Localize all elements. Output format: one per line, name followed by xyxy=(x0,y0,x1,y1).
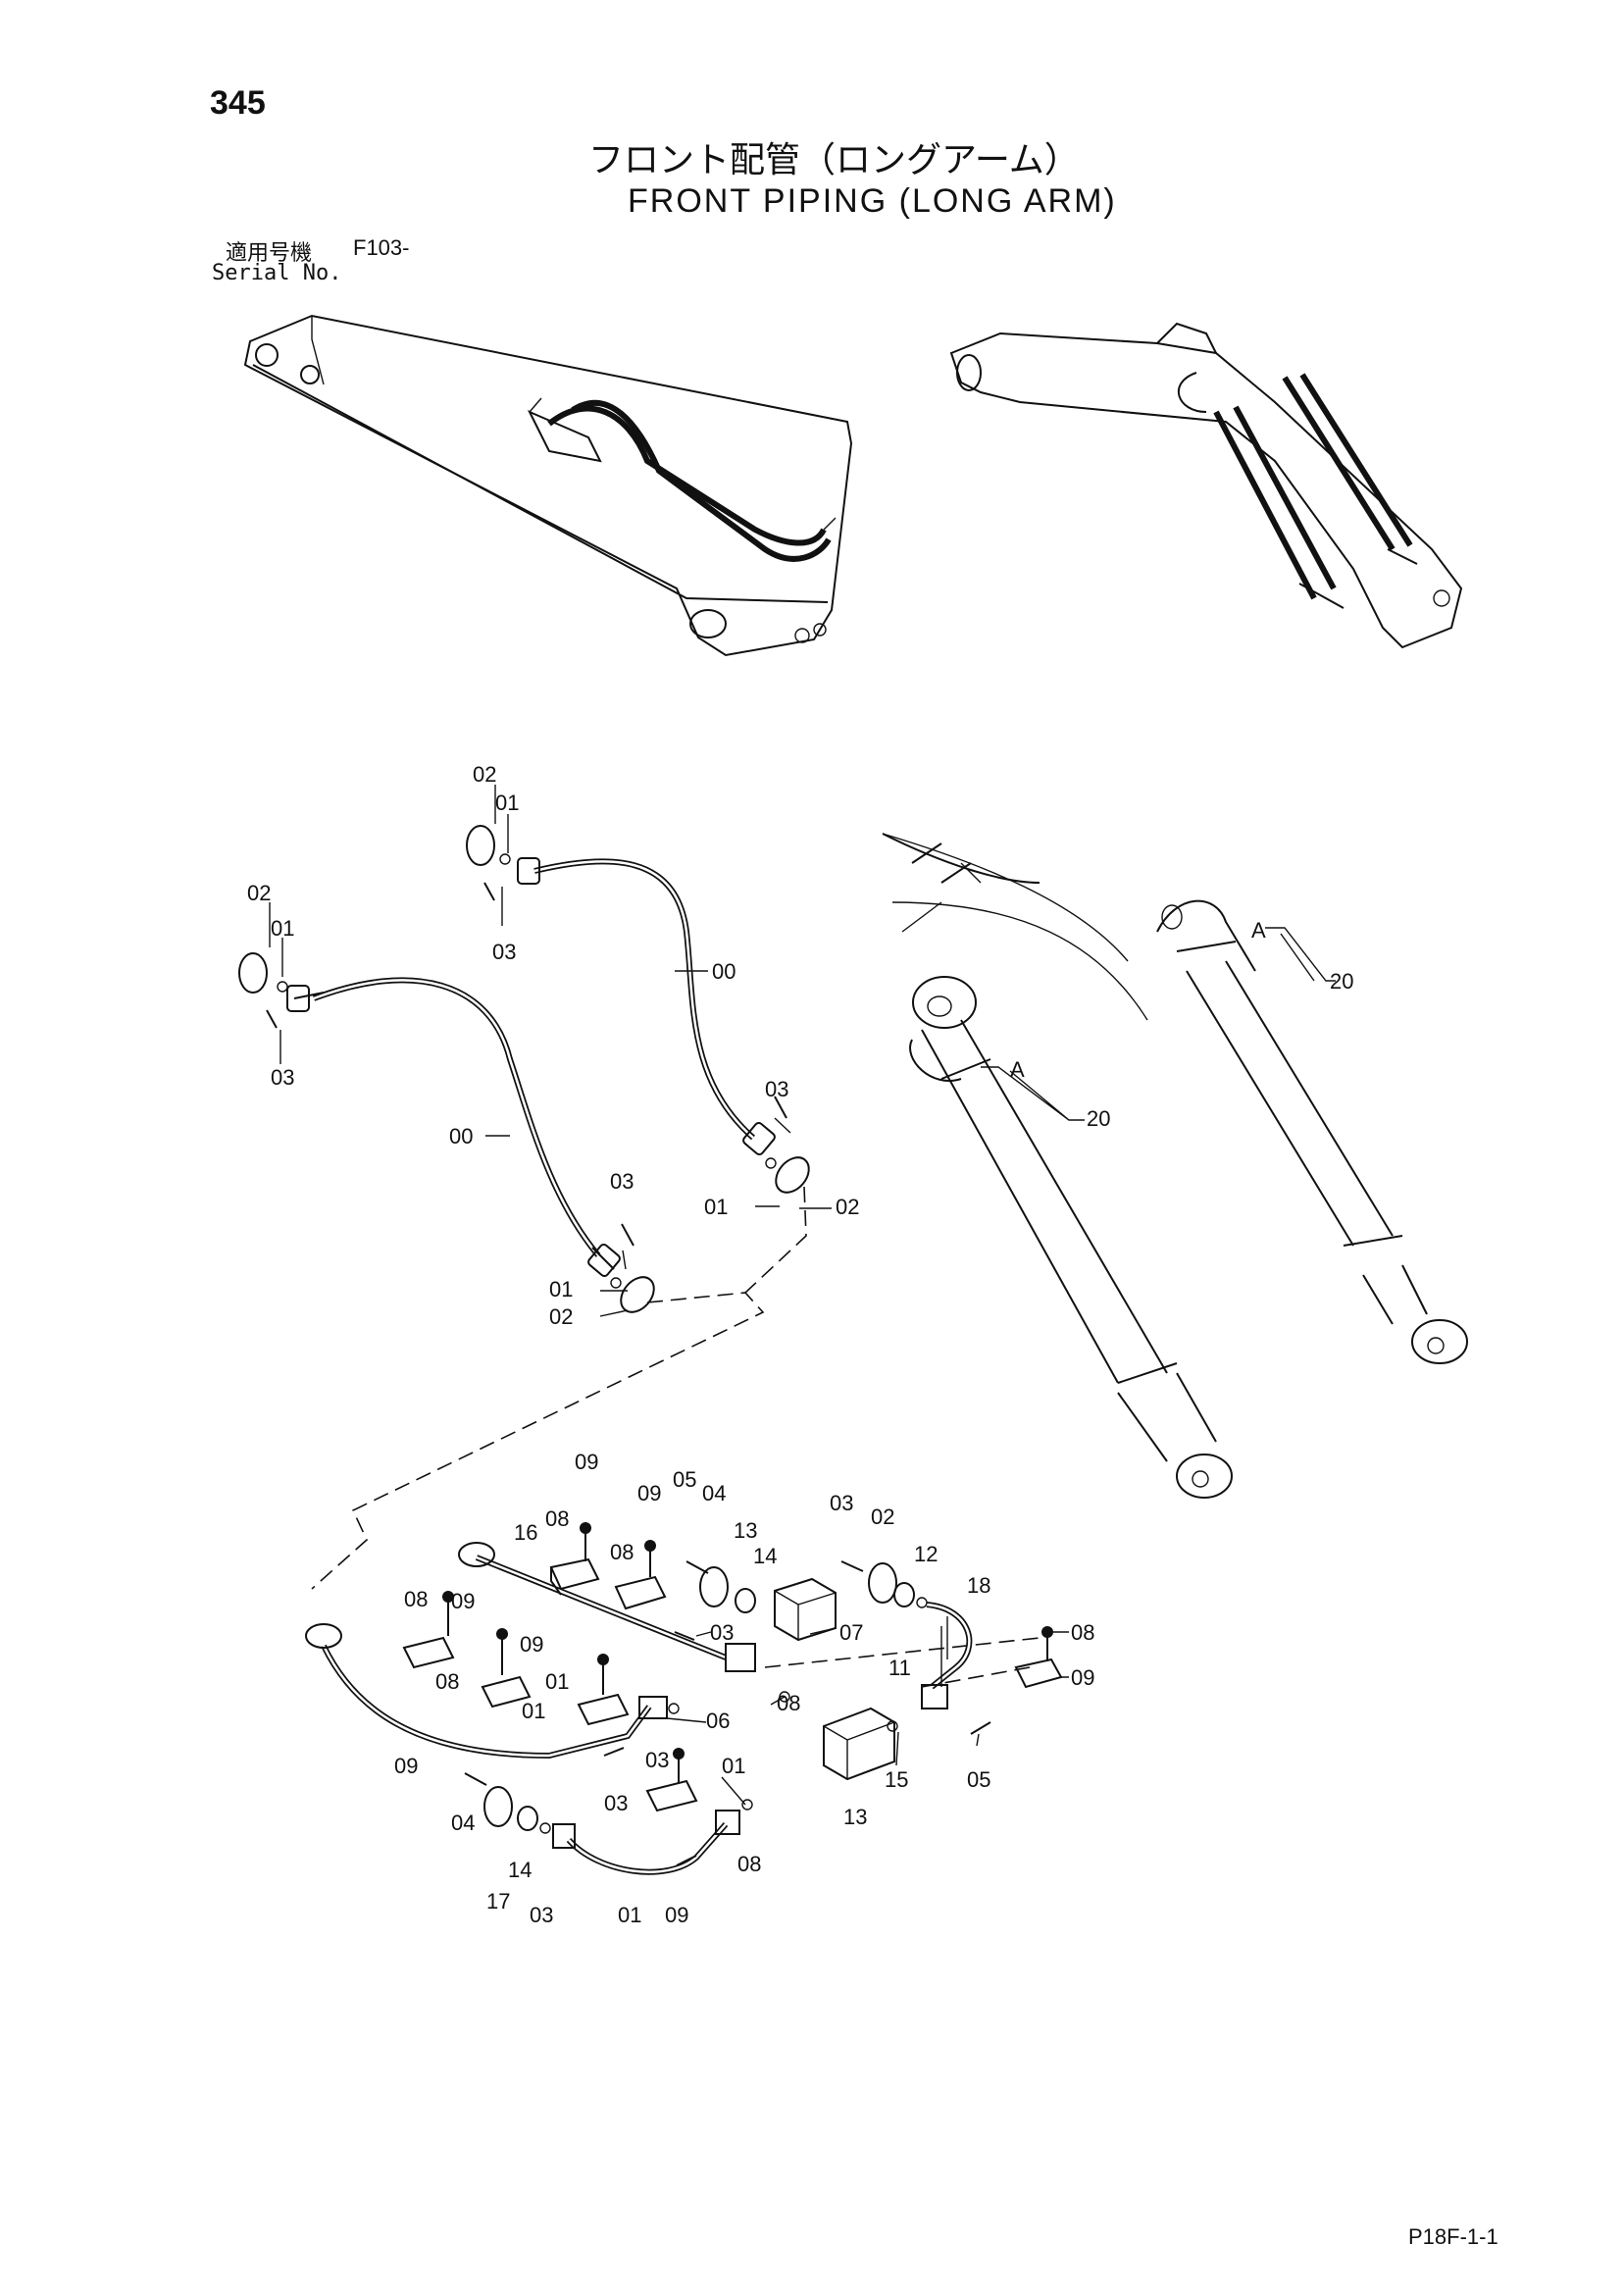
callout-label: 15 xyxy=(885,1767,908,1792)
callout-label: 02 xyxy=(549,1304,573,1329)
callout-label: 03 xyxy=(604,1791,628,1815)
callout-label: 16 xyxy=(514,1520,537,1545)
callout-label: 08 xyxy=(435,1669,459,1694)
callout-label: 03 xyxy=(710,1620,734,1645)
callout-label: 03 xyxy=(271,1065,294,1090)
callout-label: 17 xyxy=(486,1889,510,1913)
callout-label: 01 xyxy=(704,1195,728,1219)
arm-cylinder-right xyxy=(1156,899,1468,1364)
page-title-english: FRONT PIPING (LONG ARM) xyxy=(628,182,1117,220)
callout-label: 08 xyxy=(545,1506,569,1531)
callout-label: 03 xyxy=(610,1169,634,1194)
callout-label: 02 xyxy=(871,1505,894,1529)
hose-assembly-left xyxy=(286,977,621,1278)
callout-label: 03 xyxy=(492,940,516,964)
flange-fittings-upper xyxy=(238,825,810,1313)
callout-label: 08 xyxy=(610,1540,634,1564)
clamps-and-bolts xyxy=(402,1522,1063,1866)
callout-label: 12 xyxy=(914,1542,938,1566)
callout-label: 01 xyxy=(271,916,294,941)
callout-label: 05 xyxy=(673,1467,696,1492)
callout-label: 09 xyxy=(394,1754,418,1778)
leader-lines xyxy=(269,785,1336,1806)
serial-label-english: Serial No. xyxy=(212,261,342,285)
callout-label: 01 xyxy=(545,1669,569,1694)
callout-label: 13 xyxy=(843,1805,867,1829)
callout-label: 02 xyxy=(836,1195,859,1219)
steel-pipe-18 xyxy=(921,1602,973,1709)
arm-cylinder-left xyxy=(882,833,1233,1499)
callout-label: 08 xyxy=(1071,1620,1094,1645)
callout-label: 11 xyxy=(888,1656,911,1680)
callout-label: 03 xyxy=(830,1491,853,1515)
callout-label: 01 xyxy=(618,1903,641,1927)
callout-label: 03 xyxy=(645,1748,669,1772)
callout-label: 09 xyxy=(520,1632,543,1657)
boom-overview-drawing xyxy=(949,322,1463,649)
callout-label: 05 xyxy=(967,1767,990,1792)
callout-label: 06 xyxy=(706,1709,730,1733)
callout-label: 18 xyxy=(967,1573,990,1598)
serial-number-value: F103- xyxy=(353,235,410,260)
callout-label: 03 xyxy=(530,1903,553,1927)
callout-label: 01 xyxy=(549,1277,573,1301)
hose-assembly-right xyxy=(517,857,776,1156)
routing-dashed-lines xyxy=(311,1186,1040,1688)
callout-label: 09 xyxy=(451,1589,475,1613)
callout-label: 03 xyxy=(765,1077,788,1101)
callout-label: 04 xyxy=(451,1811,475,1835)
callout-label: 01 xyxy=(522,1699,545,1723)
callout-label: 00 xyxy=(712,959,736,984)
callout-label: 09 xyxy=(637,1481,661,1505)
callout-label: 14 xyxy=(508,1858,532,1882)
callout-label: A xyxy=(1251,918,1266,943)
arm-overview-drawing xyxy=(243,314,853,657)
callout-label: 08 xyxy=(737,1852,761,1876)
callout-label: 13 xyxy=(734,1518,757,1543)
callout-label: 09 xyxy=(1071,1665,1094,1690)
callout-label: 07 xyxy=(839,1620,863,1645)
callout-label: 04 xyxy=(702,1481,726,1505)
page-code: P18F-1-1 xyxy=(1408,2224,1498,2249)
page-number: 345 xyxy=(210,84,266,122)
callout-label: 08 xyxy=(404,1587,428,1611)
callout-label: 09 xyxy=(665,1903,688,1927)
arm-outline-lines xyxy=(882,833,1148,1021)
callout-label: 14 xyxy=(753,1544,777,1568)
callout-label: 00 xyxy=(449,1124,473,1148)
callout-label: 01 xyxy=(495,791,519,815)
callout-label: 01 xyxy=(722,1754,745,1778)
callout-label: 09 xyxy=(575,1450,598,1474)
callout-label: 20 xyxy=(1330,969,1353,994)
steel-pipe-06 xyxy=(305,1623,668,1760)
callout-label: A xyxy=(1010,1057,1025,1082)
steel-pipe-16 xyxy=(458,1542,756,1672)
callout-label: 20 xyxy=(1087,1106,1110,1131)
serial-label-japanese: 適用号機 xyxy=(226,241,313,266)
callout-label: 08 xyxy=(777,1691,800,1715)
page-title-japanese: フロント配管（ロングアーム） xyxy=(588,140,1080,180)
callout-labels: 02 01 03 02 01 03 00 00 03 01 02 03 01 0… xyxy=(247,762,1353,1927)
steel-pipe-17 xyxy=(552,1810,740,1875)
callout-label: 02 xyxy=(247,881,271,905)
callout-label: 02 xyxy=(473,762,496,787)
